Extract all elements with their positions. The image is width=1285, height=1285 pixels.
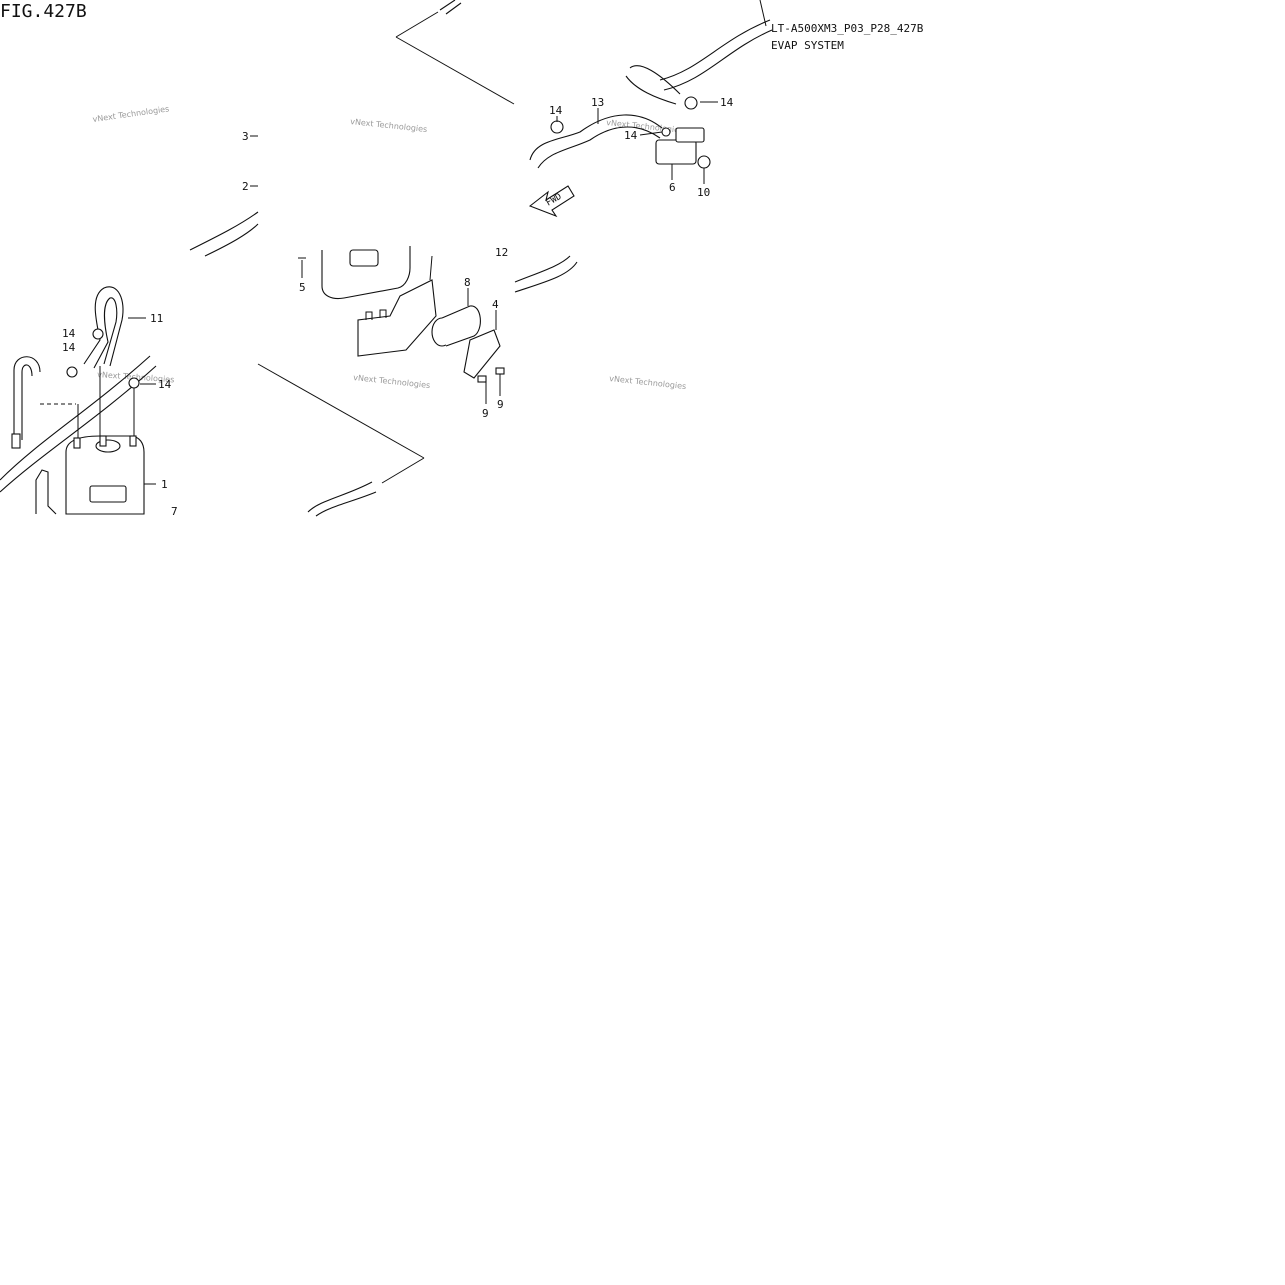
drawing-code: LT-A500XM3_P03_P28_427B <box>771 22 924 35</box>
hose-long-upper-b <box>663 29 773 91</box>
clamp-left-2 <box>66 366 78 378</box>
callout-14c: 14 <box>624 129 638 142</box>
clamp-valve <box>661 127 671 137</box>
callouts: 14 13 14 14 6 10 3 2 12 5 8 4 11 14 14 1… <box>62 96 734 518</box>
callout-leaders <box>77 101 718 485</box>
leader-7-upper <box>429 255 433 281</box>
watermark-3: vNext Technologies <box>606 118 684 135</box>
hose-13-b <box>537 126 661 169</box>
callout-12: 12 <box>495 246 508 259</box>
hose-j-b <box>21 364 33 440</box>
guide-line-bottom <box>257 363 425 459</box>
parts <box>11 96 711 515</box>
bracket-7-tabs <box>365 309 387 320</box>
hose-left-diag-b <box>204 223 259 257</box>
purge-valve <box>655 139 697 165</box>
leader-14c <box>639 131 663 136</box>
canister-port-right <box>129 435 137 447</box>
hose-lower-diag-a <box>0 355 151 481</box>
bolt-9-left <box>477 375 487 383</box>
callout-1: 1 <box>161 478 168 491</box>
nut-10 <box>697 155 711 169</box>
clamp-top-left <box>550 120 564 134</box>
callout-14d: 14 <box>62 327 76 340</box>
grommet-8 <box>441 305 481 347</box>
hose-bottom-b <box>315 491 377 517</box>
hoses <box>0 0 773 517</box>
bracket-7-lower <box>35 469 57 515</box>
canister-port-mid <box>99 435 107 447</box>
callout-11: 11 <box>150 312 163 325</box>
callout-14f: 14 <box>158 378 172 391</box>
clamp-left-1 <box>92 328 104 340</box>
clamp-top-right <box>684 96 698 110</box>
callout-14e: 14 <box>62 341 76 354</box>
figure-title: FIG.427B <box>0 1 87 22</box>
watermark-1: vNext Technologies <box>92 104 170 124</box>
canister-1-window <box>89 485 127 503</box>
callout-5: 5 <box>299 281 306 294</box>
hose-loop-upper <box>625 65 681 105</box>
hose-13-a <box>529 114 663 161</box>
system-name: EVAP SYSTEM <box>771 39 844 52</box>
callout-7: 7 <box>171 505 178 518</box>
canister-port-left <box>73 437 81 449</box>
bolt-9-right <box>495 367 505 375</box>
callout-4: 4 <box>492 298 499 311</box>
fwd-arrow-shape <box>528 185 575 218</box>
watermark-5: vNext Technologies <box>353 373 431 390</box>
callout-13: 13 <box>591 96 604 109</box>
guide-line-top <box>395 36 515 105</box>
hose-12-a <box>514 255 571 283</box>
hose-11-b <box>93 297 118 369</box>
watermark-6: vNext Technologies <box>609 374 687 391</box>
bracket-4 <box>463 329 501 379</box>
canister-cover <box>321 246 411 300</box>
fitting-left <box>11 433 21 449</box>
hose-j-a <box>13 356 41 440</box>
callout-6: 6 <box>669 181 676 194</box>
callout-14a: 14 <box>549 104 563 117</box>
callout-9a: 9 <box>482 407 489 420</box>
hose-bottom-a <box>307 481 373 513</box>
callout-8: 8 <box>464 276 471 289</box>
clamp-left-3 <box>128 377 140 389</box>
hose-top-stub <box>439 0 462 15</box>
callout-3: 3 <box>242 130 249 143</box>
callout-10: 10 <box>697 186 710 199</box>
purge-valve-top <box>675 127 705 143</box>
hose-left-diag-a <box>189 211 259 251</box>
watermark-2: vNext Technologies <box>350 117 428 134</box>
guide-line-top-short <box>395 11 439 38</box>
guide-line-bottom-short <box>381 457 425 484</box>
callout-9b: 9 <box>497 398 504 411</box>
callout-2: 2 <box>242 180 249 193</box>
callout-14b: 14 <box>720 96 734 109</box>
hose-12-b <box>514 261 578 293</box>
hose-long-upper-a <box>659 19 771 81</box>
hose-11-a <box>83 286 124 367</box>
canister-cover-window <box>349 249 379 267</box>
fwd-arrow: FWD <box>528 185 575 218</box>
guide-lines <box>257 11 515 484</box>
bracket-7-upper <box>357 279 437 357</box>
